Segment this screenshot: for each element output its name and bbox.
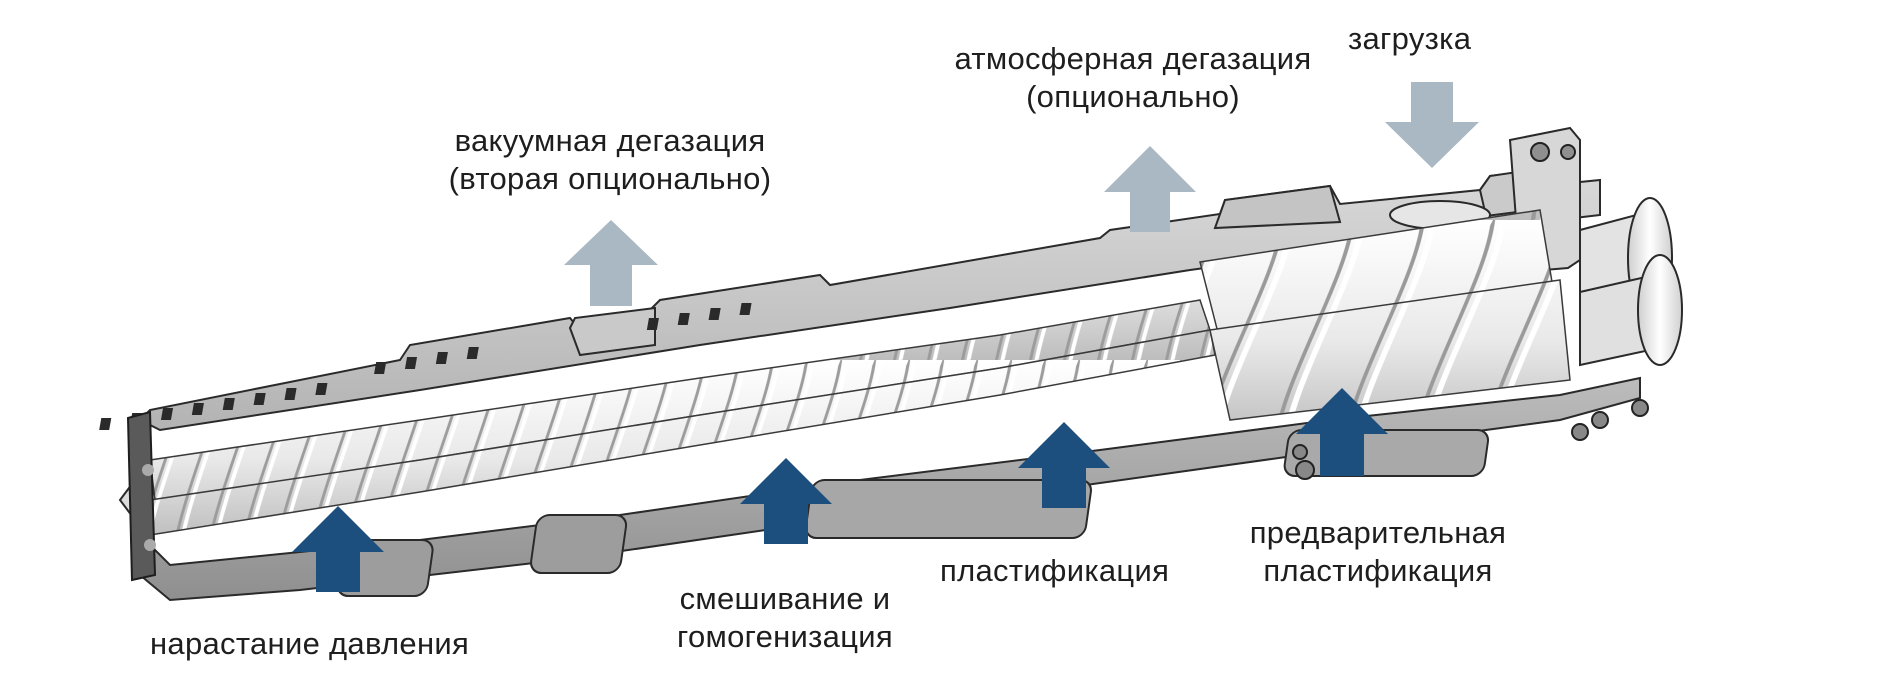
label-pre-plasticizing: предварительная пластификация [1249, 515, 1507, 588]
mixing-arrow-icon [740, 458, 832, 544]
label-atmospheric-degassing: атмосферная дегазация (опционально) [954, 41, 1312, 114]
label-loading: загрузка [1348, 21, 1472, 56]
plasticizing-arrow-icon [1018, 422, 1110, 508]
label-pressure-buildup: нарастание давления [150, 626, 470, 661]
drive-couplings [1579, 197, 1683, 367]
label-plasticizing: пластификация [940, 553, 1170, 588]
screw-assembly [118, 209, 1571, 582]
loading-arrow-down-icon [1385, 82, 1479, 168]
vacuum-vent-arrow-up-icon [564, 220, 658, 306]
label-vacuum-degassing: вакуумная дегазация (вторая опционально) [448, 123, 772, 196]
pressure-arrow-icon [292, 506, 384, 592]
atmospheric-vent-arrow-up-icon [1104, 146, 1196, 232]
label-mixing-homogenization: смешивание и гомогенизация [677, 581, 893, 654]
pre-plasticizing-arrow-icon [1296, 388, 1388, 476]
